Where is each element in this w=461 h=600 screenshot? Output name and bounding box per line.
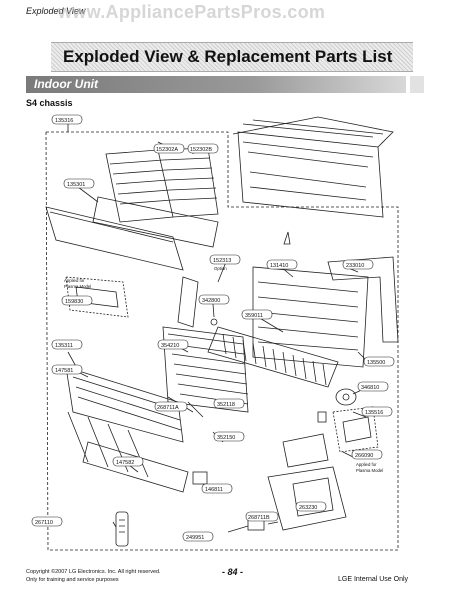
part-label-267110: 267110	[35, 520, 53, 526]
copyright-line-1: Copyright ©2007 LG Electronics. Inc. All…	[26, 569, 161, 575]
copyright-line-2: Only for training and service purposes	[26, 577, 119, 583]
part-label-266090: 266090	[355, 453, 373, 459]
top-grille	[232, 116, 394, 148]
part-label-268711b: 268711B	[248, 515, 270, 521]
motor-holder	[317, 411, 327, 423]
step-motor	[192, 471, 208, 485]
grille-frame	[92, 196, 219, 248]
part-label-159830: 159830	[65, 299, 83, 305]
bearing	[210, 318, 218, 326]
plasma-note-line1: Applied for	[64, 278, 85, 283]
vertical-vanes	[82, 441, 189, 493]
part-label-352118: 352118	[217, 402, 235, 408]
part-label-152302b: 152302B	[190, 147, 212, 153]
plasma-generator-box	[332, 406, 379, 453]
part-label-346810: 346810	[361, 385, 379, 391]
page-title: Exploded View & Replacement Parts List	[63, 47, 393, 66]
control-box	[267, 466, 347, 531]
option-note: Option	[214, 266, 227, 271]
evaporator-coil	[162, 326, 249, 413]
assembly-boundary	[45, 131, 399, 551]
part-label-135316: 135316	[55, 118, 73, 124]
part-label-146811: 146811	[205, 487, 223, 493]
part-label-354210: 354210	[161, 343, 179, 349]
plasma-note-2-line2: Plasma Model	[356, 468, 383, 473]
filter-left	[105, 149, 174, 223]
part-label-147581: 147581	[55, 368, 73, 374]
watermark-text: www.AppliancePartsPros.com	[58, 2, 326, 22]
exploded-diagram: 135316 152302A 152302B 135301 152313 131…	[31, 114, 399, 551]
chassis-body	[237, 131, 384, 218]
remote-control	[115, 511, 129, 547]
section-title: Indoor Unit	[34, 77, 98, 91]
plasma-note-line2: Plasma Model	[64, 284, 91, 289]
display-pcb	[247, 519, 265, 531]
part-label-342800: 342800	[202, 298, 220, 304]
screw-part	[283, 231, 291, 245]
title-banner: Exploded View & Replacement Parts List	[51, 42, 413, 72]
part-label-131410: 131410	[270, 263, 288, 269]
front-panel	[45, 206, 184, 271]
chassis-label: S4 chassis	[26, 98, 73, 108]
part-label-263230: 263230	[299, 505, 317, 511]
internal-use-label: LGE Internal Use Only	[338, 576, 409, 583]
part-label-233010: 233010	[346, 263, 364, 269]
part-label-152313: 152313	[213, 258, 231, 264]
page-number: - 84 -	[222, 567, 244, 577]
control-cover	[282, 433, 329, 468]
cross-flow-fan	[207, 326, 339, 388]
mounting-plate	[327, 256, 399, 343]
part-label-152302a: 152302A	[156, 147, 178, 153]
part-label-352150: 352150	[217, 435, 235, 441]
part-label-135500: 135500	[367, 360, 385, 366]
part-label-group: 135316 152302A 152302B 135301 152313 131…	[31, 114, 395, 542]
section-header: Indoor Unit	[26, 76, 406, 93]
document-category-label: Exploded View	[26, 6, 86, 16]
plasma-note-2-line1: Applied for	[356, 462, 377, 467]
part-label-147582: 147582	[116, 460, 134, 466]
discharge-louver	[65, 366, 184, 443]
drain-pan	[252, 266, 369, 368]
part-label-359011: 359011	[245, 313, 263, 319]
part-label-135311: 135311	[55, 343, 73, 349]
part-label-249951: 249951	[186, 535, 204, 541]
part-label-135301: 135301	[67, 182, 85, 188]
fan-motor	[335, 388, 357, 406]
side-bracket	[177, 276, 199, 328]
section-header-end	[410, 76, 424, 93]
part-label-268711a: 268711A	[157, 405, 179, 411]
part-label-135516: 135516	[365, 410, 383, 416]
